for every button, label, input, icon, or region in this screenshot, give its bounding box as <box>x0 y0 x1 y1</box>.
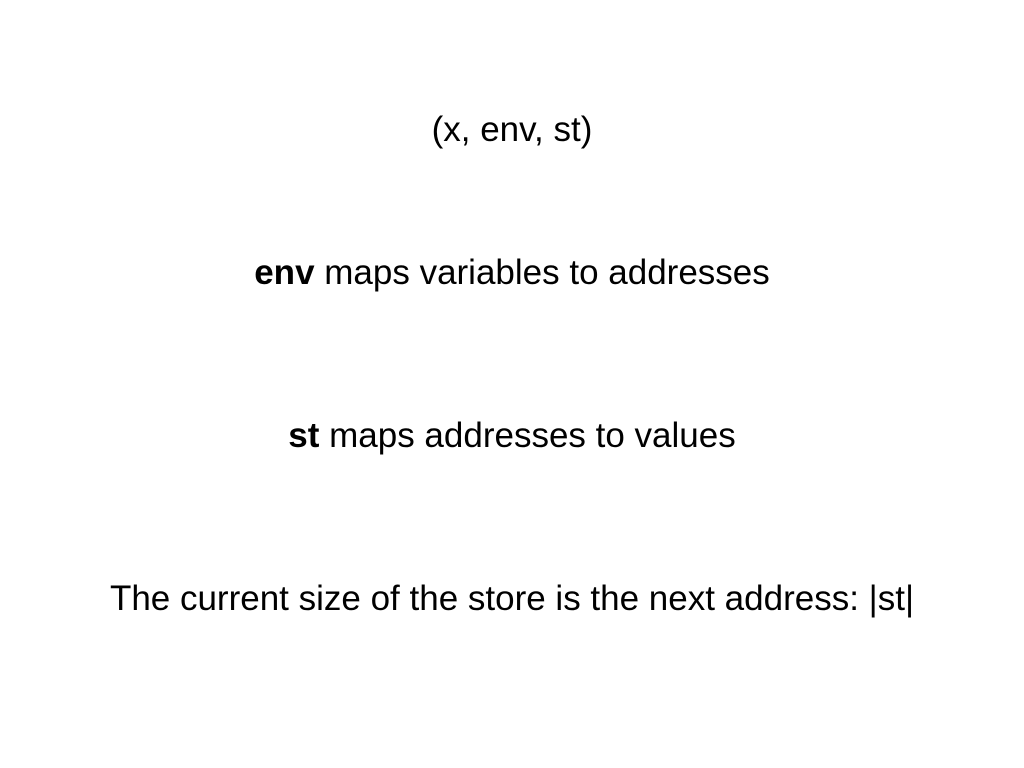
tuple-text: (x, env, st) <box>431 110 593 149</box>
env-definition: env maps variables to addresses <box>0 253 1024 293</box>
env-term: env <box>254 253 315 292</box>
store-size-note: The current size of the store is the nex… <box>109 579 915 618</box>
st-definition: st maps addresses to values <box>0 416 1024 456</box>
env-description: maps variables to addresses <box>314 253 770 292</box>
st-term: st <box>288 416 320 455</box>
st-description: maps addresses to values <box>319 416 736 455</box>
